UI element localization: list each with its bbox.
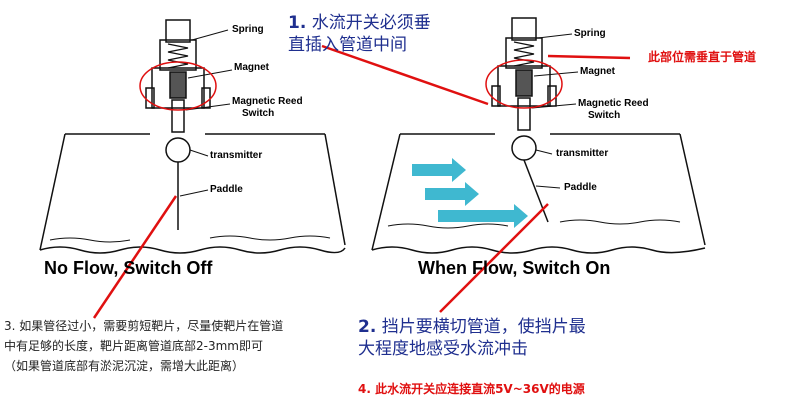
left-label-transmitter: transmitter (210, 150, 263, 161)
right-highlight (485, 59, 563, 109)
right-housing-nut-left (491, 85, 501, 107)
red-annotation-lines (92, 44, 631, 319)
right-label-transmitter: transmitter (556, 148, 609, 159)
right-label-reed-line1: Magnetic Reed (578, 98, 649, 109)
left-label-spring: Spring (232, 24, 264, 35)
right-paddle-stem (523, 159, 549, 223)
note2-line1: 挡片要横切管道，使挡片最 (381, 317, 586, 337)
note-vertical: 此部位需垂直于管道 (648, 50, 757, 64)
right-water-line-1 (387, 223, 509, 229)
left-spring (167, 43, 189, 69)
left-housing-nut-right (201, 87, 211, 109)
flow-arrow-3 (438, 210, 514, 222)
note4: 4. 此水流开关应连接直流5V~36V的电源 (358, 382, 585, 396)
note3-line1: 3. 如果管径过小，需要剪短靶片，尽量使靶片在管道 (4, 319, 284, 333)
left-transmitter (165, 137, 191, 163)
note3: 3. 如果管径过小，需要剪短靶片，尽量使靶片在管道 中有足够的长度，靶片距离管道… (4, 316, 283, 376)
note3-line3: （如果管道底部有淤泥沉淀，需增大此距离） (4, 359, 245, 373)
right-transmitter (511, 135, 537, 161)
left-label-reed-line1: Magnetic Reed (232, 96, 303, 107)
flow-arrow-2 (425, 188, 465, 200)
left-magnet (169, 71, 187, 99)
left-switch-drawing (39, 19, 346, 254)
flow-arrows (412, 158, 528, 228)
right-top-cap (505, 37, 543, 69)
right-label-spring: Spring (574, 28, 606, 39)
note3-line2: 中有足够的长度，靶片距离管道底部2-3mm即可 (4, 339, 263, 353)
right-reed-tube (517, 97, 531, 131)
right-top-stem (511, 17, 537, 41)
right-label-paddle: Paddle (564, 182, 597, 193)
left-pipe-left-edge (39, 133, 66, 251)
left-highlight (139, 61, 217, 111)
right-pipe-bottom (371, 246, 706, 254)
left-water-line-1 (49, 237, 131, 243)
right-water-line-2 (559, 219, 681, 225)
note2-line2: 大程度地感受水流冲击 (358, 339, 528, 359)
left-top-cap (159, 39, 197, 71)
note1-line1: 水流开关必须垂 (311, 13, 431, 33)
red-line-vertical (547, 54, 631, 60)
red-line-note1 (321, 44, 489, 106)
right-housing-nut-right (547, 85, 557, 107)
note2-number: 2. (358, 317, 377, 337)
left-water-line-2 (209, 235, 331, 241)
left-top-stem (165, 19, 191, 43)
right-caption: When Flow, Switch On (418, 258, 611, 278)
flow-arrow-1 (412, 164, 452, 176)
right-switch-drawing (371, 17, 706, 254)
right-label-magnet: Magnet (580, 66, 615, 77)
note1-line2: 直插入管道中间 (288, 35, 407, 55)
right-spring (513, 41, 535, 67)
left-caption: No Flow, Switch Off (44, 258, 213, 278)
left-pipe-bottom (39, 246, 346, 254)
note2: 2. 挡片要横切管道，使挡片最 大程度地感受水流冲击 (358, 316, 586, 360)
note1: 1. 水流开关必须垂 直插入管道中间 (288, 12, 431, 56)
left-label-reed-line2: Switch (242, 108, 275, 119)
red-line-note2 (439, 203, 549, 313)
left-label-magnet: Magnet (234, 62, 269, 73)
right-leader-lines (531, 33, 579, 189)
left-label-paddle: Paddle (210, 184, 243, 195)
right-label-reed-line2: Switch (588, 110, 621, 121)
right-magnet (515, 69, 533, 97)
left-leader-lines (179, 29, 233, 197)
note1-number: 1. (288, 13, 307, 33)
right-pipe-left-edge (371, 133, 401, 251)
left-housing-nut-left (145, 87, 155, 109)
red-line-note3 (92, 195, 178, 319)
right-pipe-right-edge (679, 133, 706, 246)
left-reed-tube (171, 99, 185, 133)
left-pipe-right-edge (324, 133, 346, 246)
